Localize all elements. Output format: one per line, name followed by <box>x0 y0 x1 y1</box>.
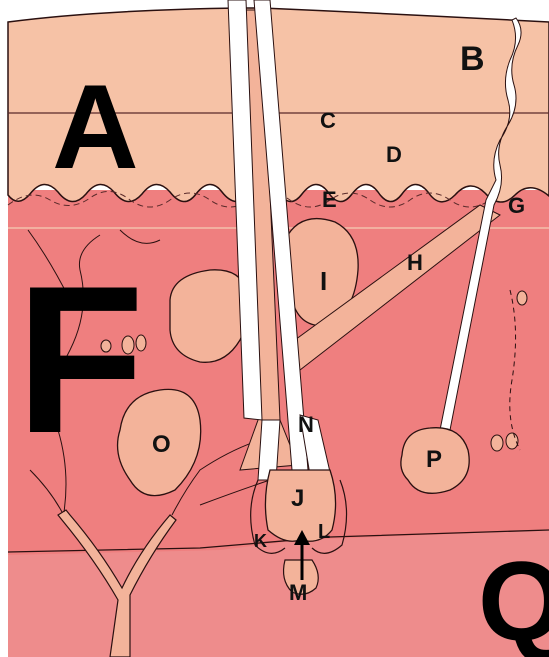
label-f: F <box>16 242 144 477</box>
label-q: Q <box>478 539 549 657</box>
label-g: G <box>508 193 525 218</box>
label-h: H <box>407 250 423 275</box>
label-j: J <box>291 485 304 512</box>
label-p: P <box>426 446 442 473</box>
label-i: I <box>320 266 327 296</box>
label-l: L <box>318 521 330 543</box>
label-n: N <box>298 412 314 437</box>
label-c: C <box>320 108 336 133</box>
label-e: E <box>322 187 337 212</box>
label-o: O <box>152 431 171 458</box>
label-d: D <box>386 142 402 167</box>
label-k: K <box>254 531 267 551</box>
label-m: M <box>289 580 307 605</box>
label-a: A <box>52 60 139 194</box>
label-b: B <box>460 40 485 78</box>
